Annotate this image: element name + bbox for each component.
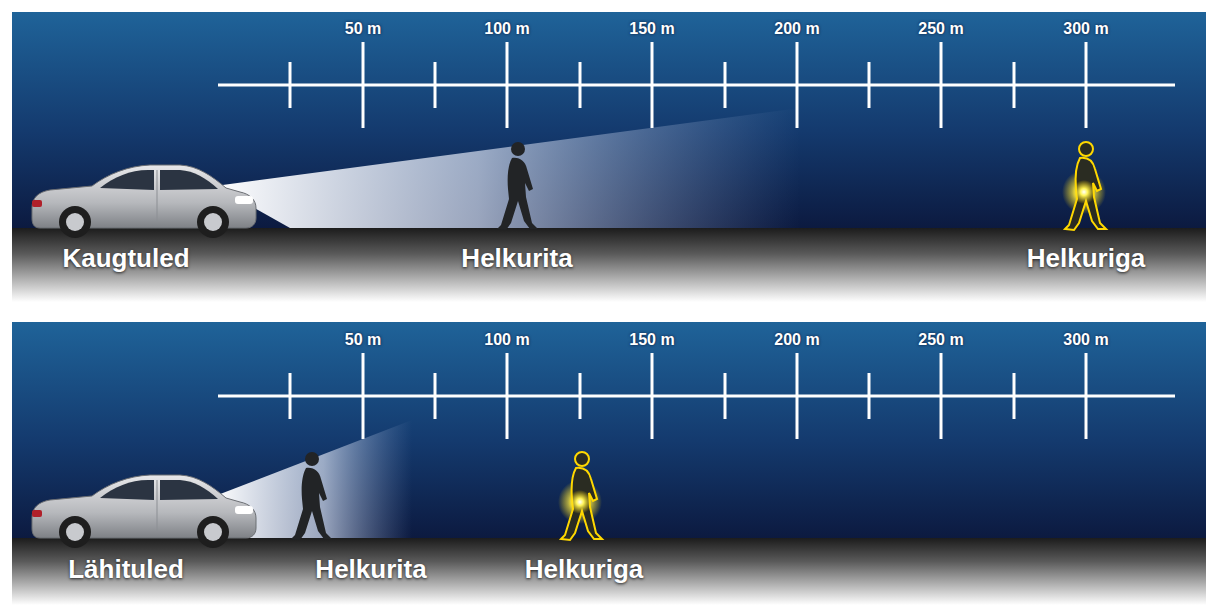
distance-label: 200 m — [774, 331, 819, 349]
distance-label: 100 m — [484, 20, 529, 38]
major-tick — [940, 353, 943, 439]
distance-label: 150 m — [629, 20, 674, 38]
distance-label: 50 m — [345, 20, 381, 38]
minor-tick — [868, 62, 871, 108]
headlight-mode-label: Kaugtuled — [62, 244, 189, 273]
distance-label: 300 m — [1063, 331, 1108, 349]
pedestrian-label: Helkurita — [315, 555, 426, 584]
distance-label: 200 m — [774, 20, 819, 38]
pedestrian-label: Helkuriga — [525, 555, 644, 584]
minor-tick — [724, 62, 727, 108]
minor-tick — [1013, 373, 1016, 419]
major-tick — [1085, 353, 1088, 439]
major-tick — [651, 353, 654, 439]
distance-label: 150 m — [629, 331, 674, 349]
minor-tick — [434, 62, 437, 108]
major-tick — [506, 42, 509, 128]
pedestrian-label: Helkurita — [461, 244, 572, 273]
distance-label: 300 m — [1063, 20, 1108, 38]
major-tick — [651, 42, 654, 128]
minor-tick — [1013, 62, 1016, 108]
minor-tick — [724, 373, 727, 419]
minor-tick — [289, 373, 292, 419]
minor-tick — [579, 62, 582, 108]
distance-label: 250 m — [918, 331, 963, 349]
distance-label: 250 m — [918, 20, 963, 38]
pedestrian-label: Helkuriga — [1027, 244, 1146, 273]
major-tick — [362, 42, 365, 128]
major-tick — [362, 353, 365, 439]
distance-label: 100 m — [484, 331, 529, 349]
distance-label: 50 m — [345, 331, 381, 349]
minor-tick — [434, 373, 437, 419]
minor-tick — [579, 373, 582, 419]
major-tick — [796, 353, 799, 439]
major-tick — [940, 42, 943, 128]
major-tick — [506, 353, 509, 439]
major-tick — [1085, 42, 1088, 128]
headlight-mode-label: Lähituled — [68, 555, 184, 584]
minor-tick — [289, 62, 292, 108]
minor-tick — [868, 373, 871, 419]
